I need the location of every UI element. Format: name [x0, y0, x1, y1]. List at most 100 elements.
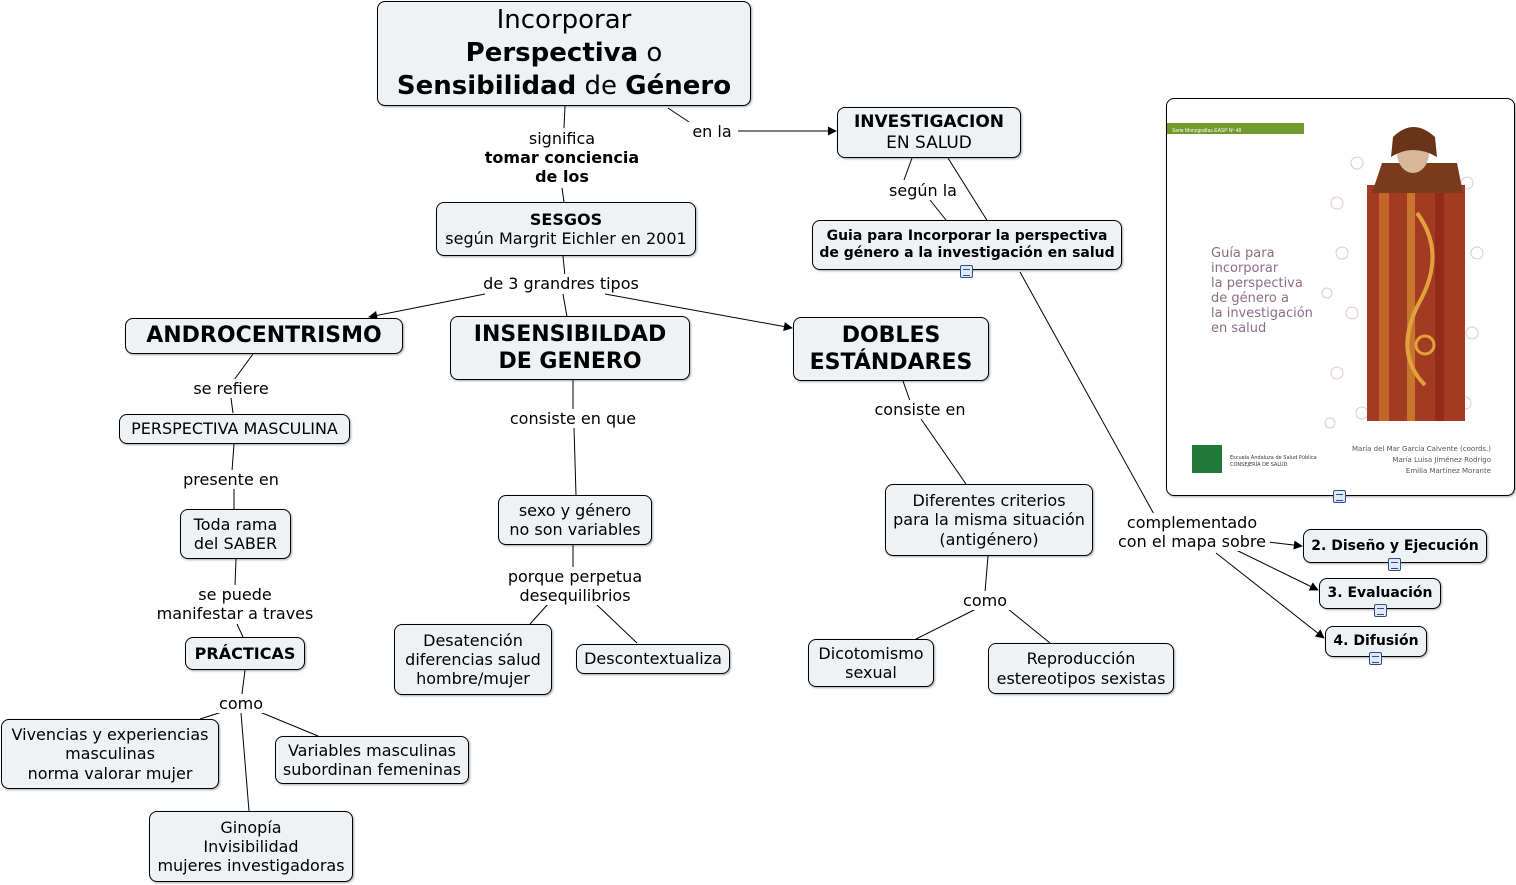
link-consiste-en: consiste en [868, 400, 972, 420]
title-line-2: Perspectiva o [465, 37, 663, 68]
link-complementado-line-2: con el mapa sobre [1118, 532, 1266, 552]
link-segun-la: según la [884, 181, 962, 201]
toda-rama-line-1: Toda rama [193, 514, 278, 534]
investigacion-line-2: EN SALUD [886, 132, 972, 153]
cover-title-line: Guía para [1211, 246, 1275, 261]
difusion-label: 4. Difusión [1333, 633, 1419, 650]
dicotomismo-line-1: Dicotomismo [818, 643, 924, 663]
link-en-la: en la [688, 122, 736, 142]
cover-title: Guía para incorporar la perspectiva de g… [1211, 246, 1313, 336]
reproduccion-node[interactable]: Reproducción estereotipos sexistas [988, 643, 1174, 694]
investigacion-line-1: INVESTIGACION [853, 112, 1005, 133]
guia-node[interactable]: Guia para Incorporar la perspectiva de g… [812, 220, 1122, 270]
investigacion-node[interactable]: INVESTIGACION EN SALUD [837, 107, 1021, 158]
link-complementado: complementado con el mapa sobre [1114, 513, 1270, 552]
diseno-label: 2. Diseño y Ejecución [1311, 537, 1479, 554]
link-porque-perpetua-line-1: porque perpetua [507, 567, 643, 586]
insensibilidad-node[interactable]: INSENSIBILDAD DE GENERO [450, 316, 690, 380]
cover-publisher: CONSEJERÍA DE SALUD [1230, 461, 1288, 468]
desatencion-node[interactable]: Desatención diferencias salud hombre/muj… [394, 624, 552, 695]
sesgos-node[interactable]: SESGOS según Margrit Eichler en 2001 [436, 202, 696, 256]
link-presente-en: presente en [178, 470, 284, 490]
ginopia-line-1: Ginopía [220, 817, 282, 837]
variables-masculinas-line-1: Variables masculinas [287, 740, 457, 760]
ginopia-line-2: Invisibilidad [203, 836, 299, 856]
link-porque-perpetua: porque perpetua desequilibrios [502, 567, 648, 606]
link-consiste-en-text: consiste en [874, 400, 966, 419]
link-como-2-text: como [963, 591, 1007, 610]
dicotomismo-line-2: sexual [845, 663, 897, 682]
androcentrismo-label: ANDROCENTRISMO [146, 322, 382, 348]
cover-author: María Luisa Jiménez Rodrigo [1392, 456, 1491, 464]
concept-map-link-icon[interactable] [1369, 652, 1382, 665]
sexo-genero-line-2: no son variables [509, 520, 641, 539]
link-consiste-en-que-text: consiste en que [509, 409, 637, 428]
sesgos-line-2: según Margrit Eichler en 2001 [445, 229, 687, 248]
perspectiva-masculina-label: PERSPECTIVA MASCULINA [131, 419, 338, 439]
concept-map-link-icon[interactable] [1374, 604, 1387, 617]
reproduccion-line-2: estereotipos sexistas [996, 668, 1166, 688]
perspectiva-masculina-node[interactable]: PERSPECTIVA MASCULINA [119, 414, 350, 444]
vivencias-line-3: norma valorar mujer [27, 763, 193, 783]
sesgos-line-1: SESGOS [529, 209, 603, 229]
link-de-3-tipos-text: de 3 grandres tipos [483, 274, 639, 293]
variables-masculinas-line-2: subordinan femeninas [282, 760, 462, 779]
link-se-puede: se puede manifestar a traves [152, 585, 318, 624]
document-link-icon[interactable] [960, 265, 973, 278]
title-line-1: Incorporar [496, 4, 632, 35]
desatencion-line-2: diferencias salud [405, 649, 541, 669]
practicas-label: PRÁCTICAS [194, 643, 296, 663]
concept-map-link-icon[interactable] [1388, 558, 1401, 571]
dobles-line-2: ESTÁNDARES [809, 350, 973, 375]
toda-rama-node[interactable]: Toda rama del SABER [180, 509, 291, 559]
reproduccion-line-1: Reproducción [1026, 649, 1136, 669]
book-cover-node[interactable]: Serie Monografías EASP Nº 48 Guía para i… [1166, 98, 1515, 496]
diferentes-criterios-node[interactable]: Diferentes criterios para la misma situa… [885, 484, 1093, 556]
link-como-criterios: como [958, 591, 1012, 611]
cover-title-line: incorporar [1211, 261, 1279, 276]
link-significa-line-3: de los [535, 167, 589, 187]
dicotomismo-node[interactable]: Dicotomismo sexual [808, 639, 934, 687]
link-segun-la-text: según la [889, 181, 957, 200]
book-cover-image: Serie Monografías EASP Nº 48 Guía para i… [1167, 123, 1493, 475]
difusion-node[interactable]: 4. Difusión [1325, 626, 1427, 657]
title-node[interactable]: Incorporar Perspectiva o Sensibilidad de… [377, 1, 751, 106]
link-significa-line-2: tomar conciencia [484, 148, 640, 168]
link-complementado-line-1: complementado [1126, 513, 1258, 532]
link-en-la-text: en la [692, 122, 732, 141]
link-significa: significa tomar conciencia de los [480, 129, 644, 187]
sexo-genero-node[interactable]: sexo y género no son variables [498, 495, 652, 545]
link-se-refiere: se refiere [186, 379, 276, 399]
link-se-puede-line-2: manifestar a traves [156, 604, 314, 624]
diferentes-criterios-line-3: (antigénero) [939, 529, 1039, 549]
desatencion-line-3: hombre/mujer [416, 669, 530, 689]
variables-masculinas-node[interactable]: Variables masculinas subordinan femenina… [275, 736, 469, 784]
link-de-3-grandres-tipos: de 3 grandres tipos [480, 274, 642, 294]
practicas-node[interactable]: PRÁCTICAS [185, 637, 305, 670]
link-porque-perpetua-line-2: desequilibrios [519, 586, 631, 606]
ginopia-node[interactable]: Ginopía Invisibilidad mujeres investigad… [149, 811, 353, 882]
link-se-puede-line-1: se puede [198, 585, 272, 604]
cover-title-line: la perspectiva [1211, 276, 1303, 291]
insensibilidad-line-1: INSENSIBILDAD [473, 321, 667, 347]
link-como-1-text: como [219, 694, 263, 713]
vivencias-node[interactable]: Vivencias y experiencias masculinas norm… [1, 719, 219, 789]
toda-rama-line-2: del SABER [193, 534, 278, 553]
diferentes-criterios-line-1: Diferentes criterios [912, 491, 1066, 511]
dobles-line-1: DOBLES [841, 322, 941, 348]
descontextualiza-node[interactable]: Descontextualiza [576, 644, 730, 674]
image-link-icon[interactable] [1333, 490, 1346, 503]
vivencias-line-1: Vivencias y experiencias [11, 725, 209, 745]
cover-series-text: Serie Monografías EASP Nº 48 [1172, 128, 1241, 134]
cover-publisher: Escuela Andaluza de Salud Pública [1230, 454, 1317, 461]
link-consiste-en-que: consiste en que [504, 409, 642, 429]
vivencias-line-2: masculinas [65, 744, 155, 764]
desatencion-line-1: Desatención [423, 630, 523, 650]
androcentrismo-node[interactable]: ANDROCENTRISMO [125, 318, 403, 354]
series-bar [1167, 123, 1304, 134]
link-presente-en-text: presente en [183, 470, 279, 489]
insensibilidad-line-2: DE GENERO [498, 349, 642, 374]
dobles-estandares-node[interactable]: DOBLES ESTÁNDARES [793, 317, 989, 381]
link-se-refiere-text: se refiere [193, 379, 269, 398]
